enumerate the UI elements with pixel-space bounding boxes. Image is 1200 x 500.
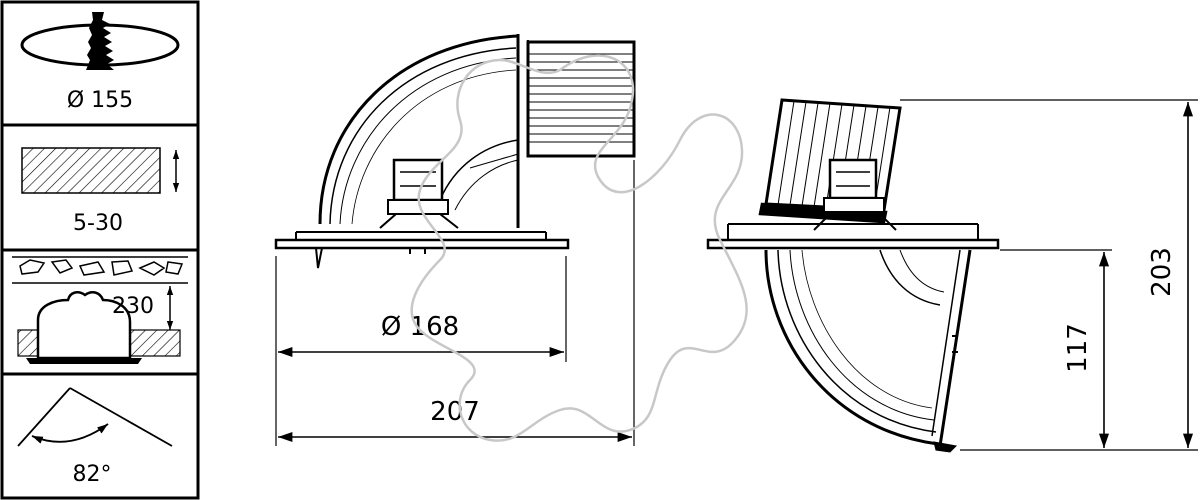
height-below-ceiling-label: 117 [1063, 323, 1093, 373]
installation-panel: Ø 155 5-30 230 82° [0, 0, 200, 500]
ceiling-thickness-icon [21, 147, 180, 194]
recess-depth-label: 230 [112, 294, 154, 319]
cutout-diameter-icon [20, 12, 180, 70]
tilt-angle-icon [17, 387, 173, 447]
tilt-angle-label: 82° [73, 462, 112, 487]
front-view-dimensions [275, 160, 635, 446]
side-view-drawing [706, 98, 1000, 453]
overall-height-label: 203 [1147, 247, 1177, 297]
ceiling-thickness-label: 5-30 [73, 211, 123, 236]
cutout-diameter-label: Ø 155 [67, 88, 133, 113]
front-view-drawing [274, 34, 636, 269]
overall-width-label: 207 [430, 397, 480, 427]
side-view-dimensions [900, 99, 1198, 451]
recess-depth-icon [12, 256, 188, 364]
watermark-outline [410, 54, 748, 442]
inner-diameter-label: Ø 168 [381, 312, 459, 342]
